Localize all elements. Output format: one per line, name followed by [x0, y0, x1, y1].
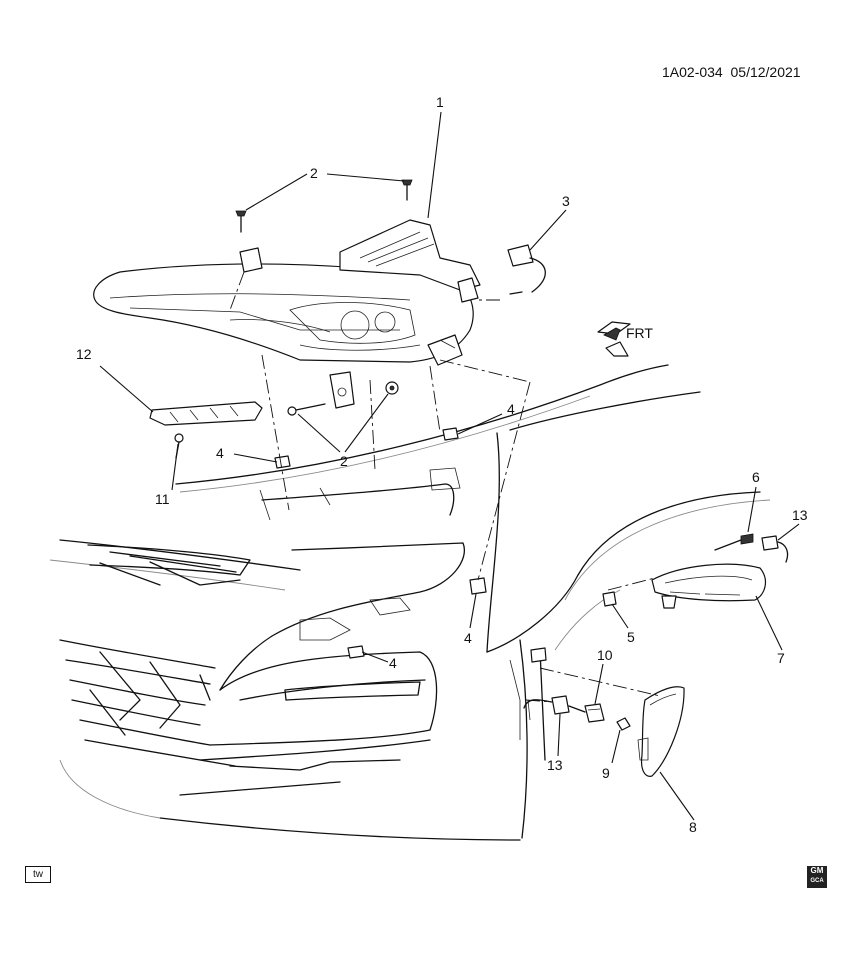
callout-5: 5 [627, 629, 635, 645]
callout-4: 4 [464, 630, 472, 646]
leader-lines [99, 111, 800, 821]
signal-lamp-assembly [602, 533, 789, 609]
front-direction-arrow-icon: FRT [597, 321, 653, 357]
diagram-code: 1A02-034 [662, 64, 723, 80]
diagram-date: 05/12/2021 [730, 64, 801, 80]
gm-logo-bottom: GCA [810, 878, 824, 884]
gm-logo-top: GM [810, 866, 824, 875]
callout-9: 9 [602, 765, 610, 781]
callout-4: 4 [507, 401, 515, 417]
callout-2: 2 [340, 453, 348, 469]
callout-11: 11 [155, 491, 170, 507]
vehicle-front-end [49, 364, 771, 841]
headlamp-bracket [149, 401, 263, 426]
headlamp-connector [507, 244, 546, 295]
callout-7: 7 [777, 650, 785, 666]
callout-4: 4 [216, 445, 224, 461]
front-direction-label: FRT [626, 325, 653, 341]
fasteners [174, 179, 487, 659]
callout-10: 10 [597, 647, 613, 663]
callout-8: 8 [689, 819, 697, 835]
callout-4: 4 [389, 655, 397, 671]
callout-3: 3 [562, 193, 570, 209]
alignment-lines [229, 271, 661, 703]
callout-1: 1 [436, 94, 444, 110]
diagram-reference-code: 1A02-034 05/12/2021 [662, 64, 801, 80]
headlamp-assembly [93, 219, 481, 409]
gm-logo: GM GCA [807, 866, 827, 888]
callout-2: 2 [310, 165, 318, 181]
callout-numbers: 1 2 2 3 4 4 4 4 5 6 7 8 9 10 11 12 13 13 [76, 94, 808, 835]
callout-12: 12 [76, 346, 92, 362]
tw-badge: tw [25, 866, 51, 883]
callout-13: 13 [792, 507, 808, 523]
callout-13: 13 [547, 757, 563, 773]
callout-6: 6 [752, 469, 760, 485]
side-marker-assembly [523, 647, 685, 777]
